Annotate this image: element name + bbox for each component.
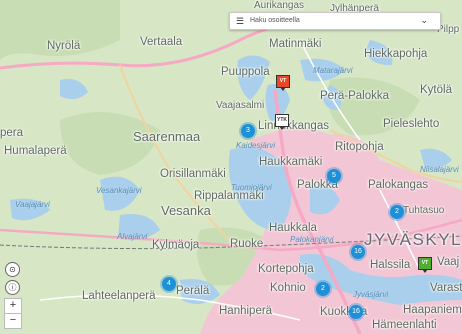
lake-label-niisalajarvi: Niisalajärvi [420, 165, 459, 174]
place-haukkamaki: Haukkamäki [259, 156, 323, 168]
place-halssila: Halssila [370, 259, 411, 271]
zoom-in-button[interactable]: + [4, 298, 22, 314]
place-hiekkapohja: Hiekkapohja [364, 48, 428, 60]
place-palokangas: Palokangas [368, 179, 429, 191]
cluster-marker[interactable]: 2 [316, 282, 330, 296]
cluster-marker[interactable]: 5 [327, 169, 341, 183]
lakes [10, 40, 462, 305]
place-pilpp: Pilpp [437, 24, 460, 35]
lake-label-kaidesjarvi: Kaidesjärvi [236, 141, 276, 150]
place-palokka: Palokka [297, 179, 338, 191]
place-rippalanmaki: Rippalanmäki [194, 190, 264, 202]
place-pera-palokka: Perä-Palokka [320, 90, 390, 102]
address-search-dropdown[interactable]: ☰ Haku osoitteella ⌄ [229, 12, 441, 30]
railway [0, 235, 462, 250]
cluster-marker[interactable]: 2 [390, 205, 404, 219]
place-saarenmaa: Saarenmaa [133, 129, 201, 144]
place-lahteelanpera: Lahteelanperä [82, 290, 156, 302]
lake-label-alvajarvi: Alvajärvi [117, 232, 148, 241]
roads [0, 16, 462, 334]
place-kortepohja: Kortepohja [258, 263, 314, 275]
place-pera: pera [0, 127, 24, 139]
cluster-marker[interactable]: 16 [351, 245, 365, 259]
place-vaaj: Vaaj [437, 256, 460, 268]
cluster-marker[interactable]: 4 [162, 277, 176, 291]
place-nyrola: Nyrölä [47, 40, 81, 52]
place-puuppola: Puuppola [221, 66, 270, 78]
zoom-out-button[interactable]: − [4, 313, 22, 329]
place-matinmaki: Matinmäki [269, 38, 322, 50]
locate-icon[interactable]: ⊙ [5, 262, 20, 277]
place-hanhipera: Hanhiperä [219, 305, 273, 317]
place-kohnio: Kohnio [270, 282, 306, 294]
place-orisillanmaki: Orisillanmäki [160, 168, 226, 180]
lake-label-vesankajarvi: Vesankajärvi [96, 186, 142, 195]
place-kylmaoja: Kylmäoja [152, 239, 200, 251]
place-varast: Varast [430, 282, 462, 294]
place-vertaala: Vertaala [140, 36, 183, 48]
place-jylhanpera: Jylhänperä [330, 3, 379, 14]
menu-icon[interactable]: ☰ [236, 16, 245, 26]
lake-label-tuomiojarvi: Tuomiojärvi [231, 183, 272, 192]
place-vesanka: Vesanka [161, 203, 211, 218]
forest-patches [0, 0, 420, 286]
info-icon[interactable]: ⓘ [5, 280, 20, 295]
place-jyvaskyla: JYVÄSKYL [364, 230, 462, 249]
place-tuhtasuo: Tuhtasuo [403, 205, 445, 216]
lake-label-vaajajarvi: Vaajajärvi [15, 200, 50, 209]
place-ruoke: Ruoke [230, 238, 264, 250]
lake-label-matarajarvi: Matarajärvi [313, 66, 353, 75]
lake-label-palokanjarvi: Palokanjärvi [290, 235, 334, 244]
search-placeholder: Haku osoitteella [250, 17, 300, 24]
place-hameenlahti: Hämeenlahti [372, 319, 437, 331]
place-linnukkangas: Linnukkangas [258, 120, 329, 132]
cluster-marker[interactable]: 3 [241, 124, 255, 138]
white-flag-marker[interactable]: YTK [275, 114, 289, 130]
red-flag-marker[interactable]: VT [276, 75, 290, 91]
place-kytola: Kytölä [420, 84, 452, 96]
place-perala: Perälä [176, 285, 210, 297]
place-pieleslehto: Pieleslehto [383, 118, 440, 130]
lake-label-jyvasjarvi: Jyväsjärvi [353, 290, 389, 299]
place-humalapera: Humalaperä [4, 145, 67, 157]
cluster-marker[interactable]: 16 [349, 305, 363, 319]
place-ritopohja: Ritopohja [335, 141, 384, 153]
place-haapaniemi: Haapanieme [403, 304, 462, 316]
place-aurikangas: Aurikangas [254, 0, 305, 11]
green-flag-marker[interactable]: VT [418, 257, 432, 273]
chevron-down-icon[interactable]: ⌄ [420, 15, 428, 25]
place-vaajasalmi: Vaajasalmi [216, 100, 265, 111]
place-haukkala: Haukkala [269, 222, 317, 234]
